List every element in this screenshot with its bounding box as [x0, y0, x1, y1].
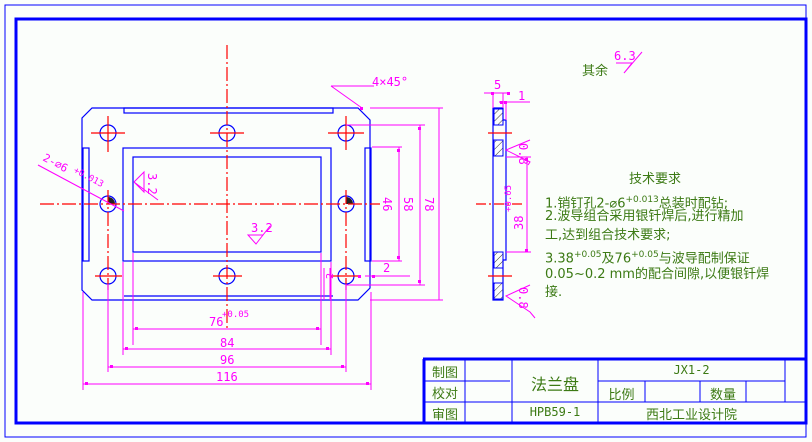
tech-line-1-post: 总装时配钻; — [658, 196, 729, 212]
dim-38: 38 — [512, 216, 526, 230]
plate-outline — [81, 107, 371, 301]
dim-2-right: 2 — [383, 261, 390, 275]
material: HPB59-1 — [529, 405, 581, 419]
tech-line-5: 0.05~0.2 mm的配合间隙,以便银钎焊 — [545, 267, 770, 282]
other-roughness: 6.3 — [614, 49, 643, 74]
title-block-grid — [422, 357, 806, 423]
pin-hole-fill — [108, 197, 115, 204]
scale-label: 比例 — [608, 388, 635, 403]
sheet-inner-border — [14, 17, 808, 425]
tech-requirements-title: 技术要求 — [629, 172, 682, 187]
dim-84: 84 — [220, 336, 234, 350]
tech-line-2: 2.波导组合采用银钎焊后,进行精加 — [545, 209, 744, 224]
roughness-bottom-side: 0.8 — [516, 287, 530, 309]
dim-76: 76 — [209, 315, 223, 329]
tech-line-4-pre: 3.38 — [545, 251, 574, 267]
top-slot — [123, 107, 334, 114]
dim-116: 116 — [216, 370, 238, 384]
roughness-bottom: 3.2 — [251, 221, 273, 235]
dim-76-tol: +0.05 — [222, 310, 249, 320]
organization: 西北工业设计院 — [645, 408, 737, 423]
drawn-by-label: 制图 — [431, 366, 458, 381]
other-roughness-value: 6.3 — [614, 49, 636, 63]
side-view: 5 1 38 +0.05 0.8 0.8 — [476, 78, 536, 319]
tech-line-4: 3.38+0.05及76+0.05与波导配制保证 — [545, 246, 750, 268]
tech-line-1-tol: +0.013 — [625, 195, 659, 205]
front-view: 76 +0.05 84 96 116 2 4×45° 3.2 46 58 78 … — [37, 45, 443, 390]
tech-line-3: 工,达到组合技术要求; — [545, 228, 671, 243]
tech-line-6: 接. — [545, 285, 563, 300]
tech-line-1: 1.销钉孔2-⌀6+0.013总装时配钻; — [545, 191, 728, 213]
hatch-section — [493, 108, 504, 126]
pin-hole-note: 2-⌀6 — [41, 151, 71, 175]
roughness-left: 3.2 — [145, 173, 159, 195]
dim-38-tol: +0.05 — [504, 185, 514, 212]
approved-by-label: 审图 — [431, 408, 458, 423]
chamfer-note: 4×45° — [372, 75, 408, 89]
drawing-number: JX1-2 — [673, 363, 710, 377]
tech-line-4-mid: 及76 — [601, 251, 632, 267]
hatch-section — [493, 282, 504, 300]
pin-hole-fill — [346, 197, 353, 204]
tech-line-1-pre: 1.销钉孔2-⌀6 — [545, 196, 626, 212]
pin-hole-tol: +0.013 — [72, 166, 105, 190]
dim-2-bottom: 2 — [325, 273, 336, 279]
hatch-section — [493, 139, 504, 157]
dim-96: 96 — [220, 353, 234, 367]
dim-5: 5 — [494, 78, 501, 92]
tech-line-4-tol2: +0.05 — [631, 250, 659, 260]
checked-by-label: 校对 — [431, 387, 458, 402]
other-roughness-label: 其余 — [582, 64, 609, 79]
dim-1: 1 — [518, 89, 525, 103]
dim-46: 46 — [380, 197, 394, 211]
dim-78: 78 — [422, 197, 436, 211]
quantity-label: 数量 — [709, 388, 736, 403]
roughness-top: 0.8 — [516, 143, 530, 165]
tech-line-4-post: 与波导配制保证 — [658, 251, 750, 267]
hatch-section — [493, 251, 504, 269]
tech-line-4-tol1: +0.05 — [573, 250, 602, 260]
dim-58: 58 — [401, 197, 415, 211]
part-name: 法兰盘 — [530, 375, 579, 394]
